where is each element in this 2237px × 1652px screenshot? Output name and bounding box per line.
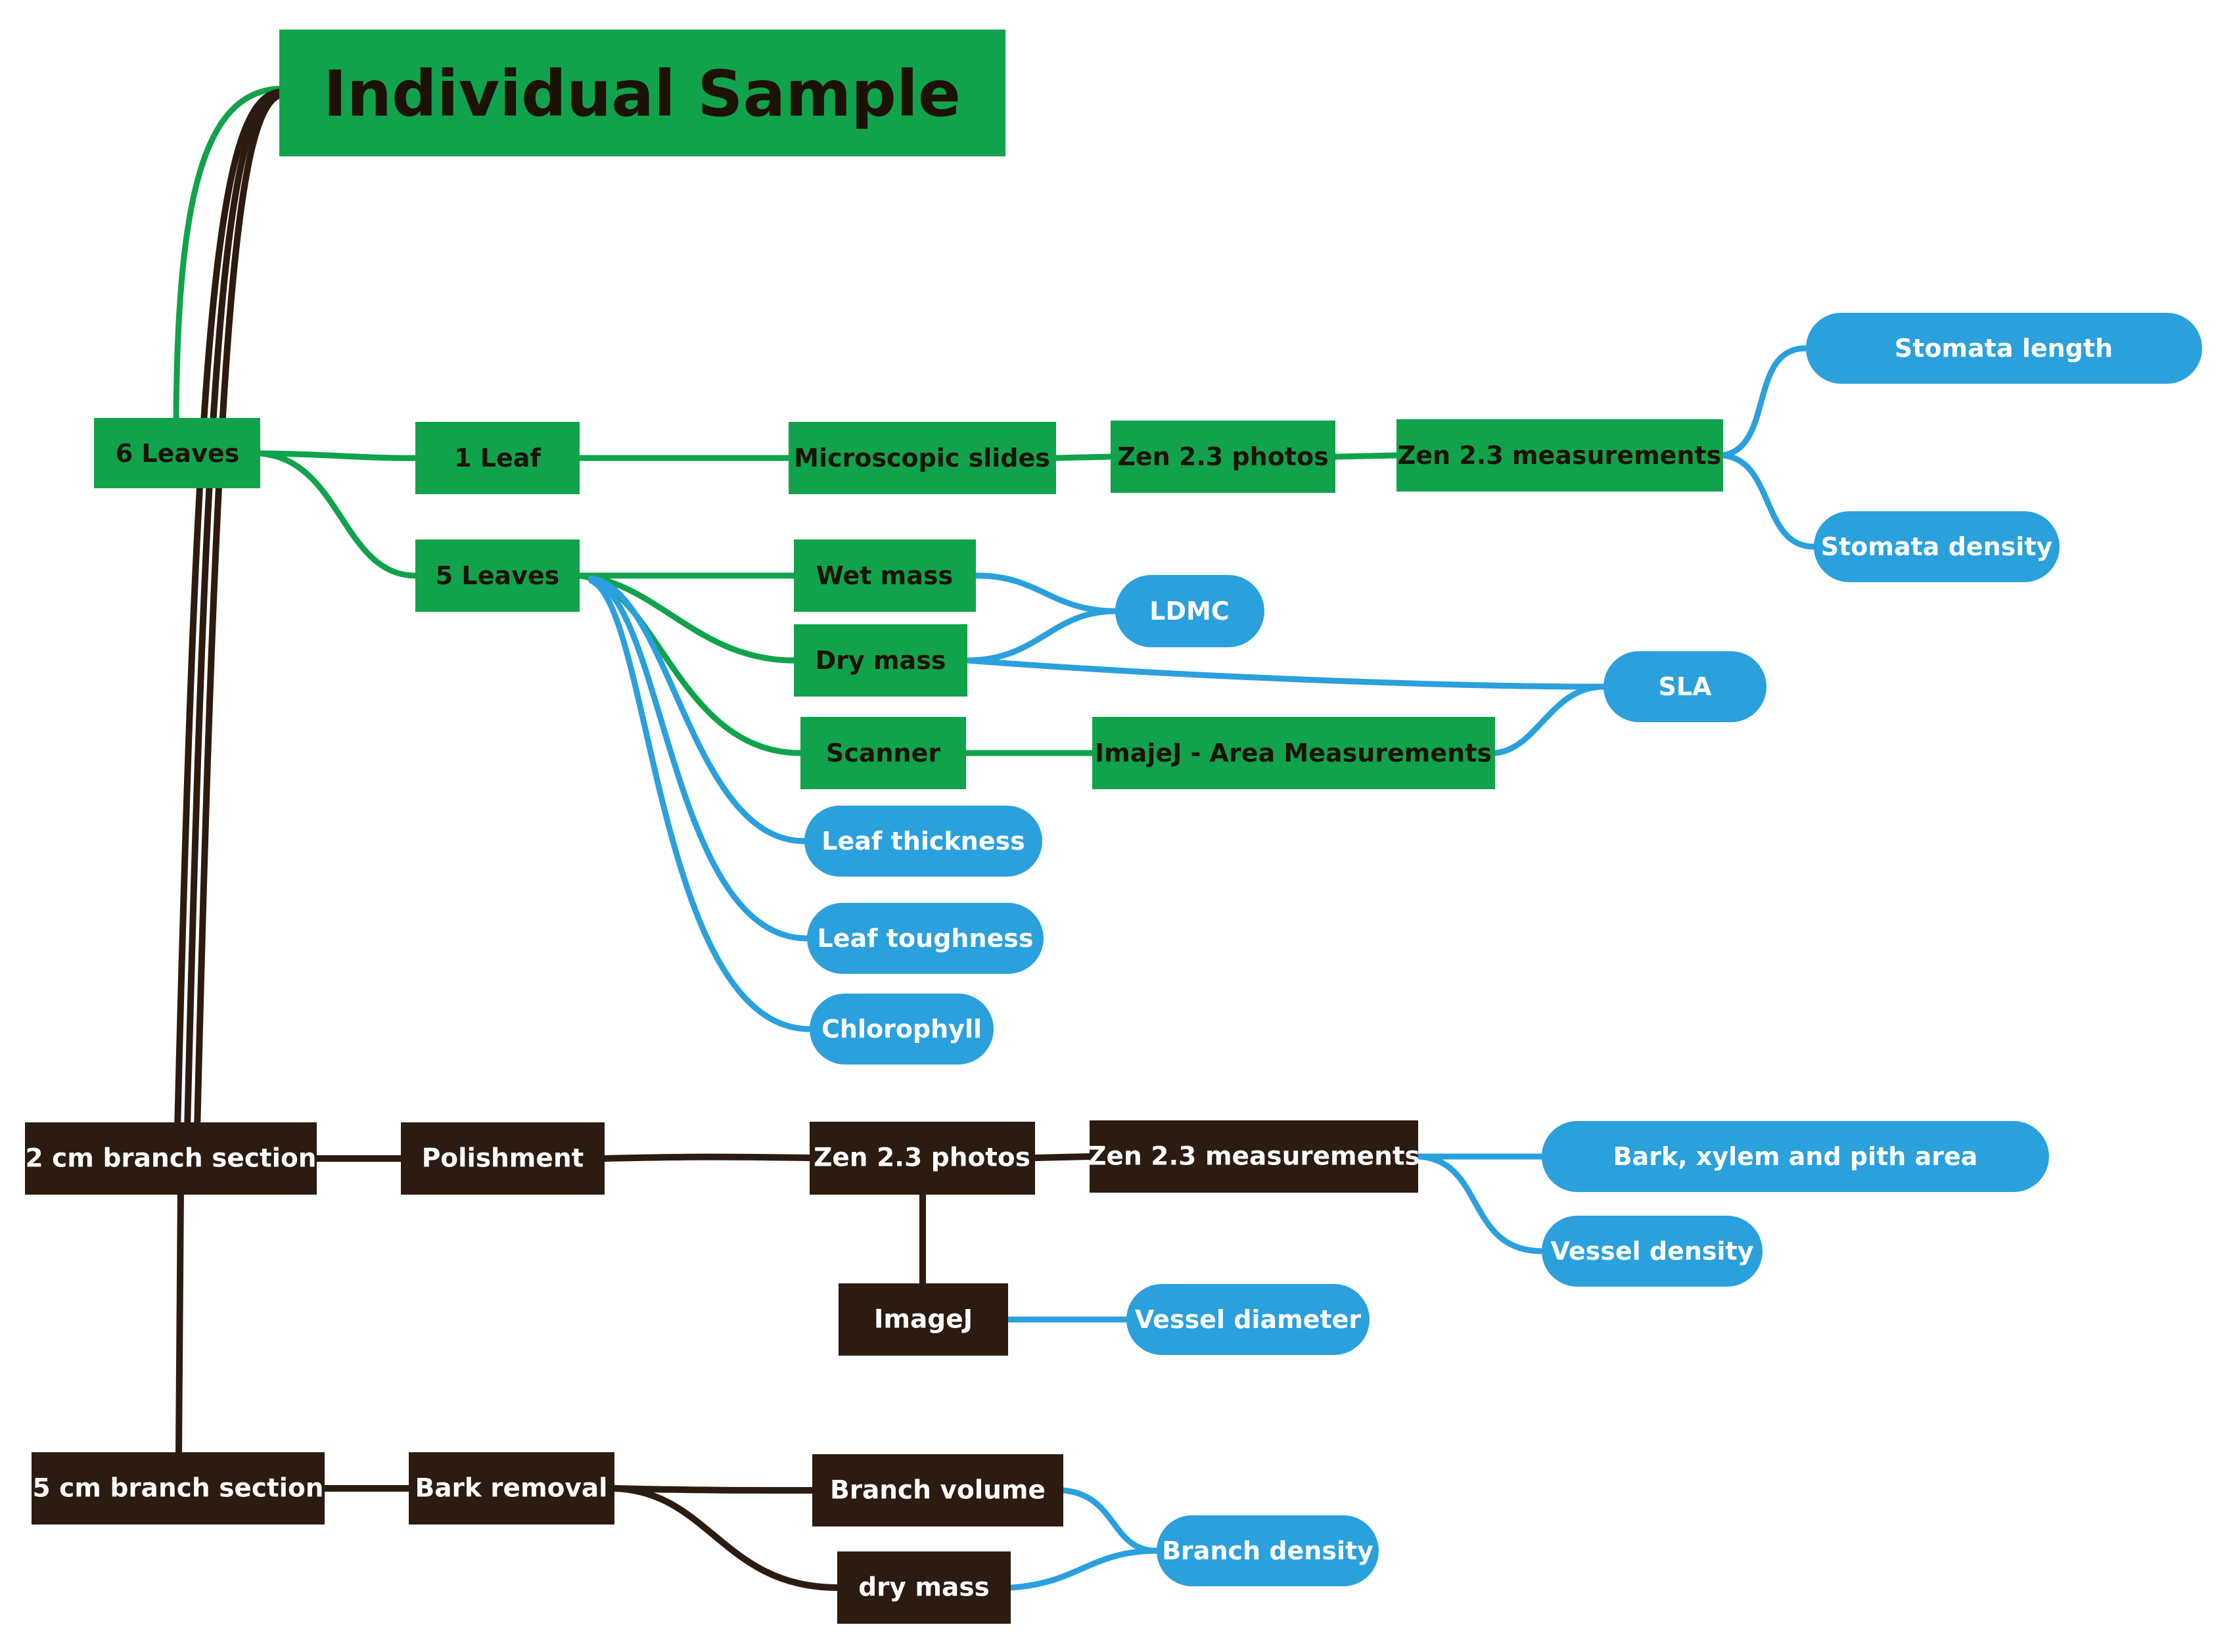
- connector-zen-photos-to-zen-meas: [1332, 452, 1400, 460]
- zen-measurements-branch-node: Zen 2.3 measurements: [1088, 1120, 1420, 1193]
- six-leaves-label: 6 Leaves: [116, 439, 239, 468]
- connector-sample-to-6-leaves: [173, 85, 283, 424]
- connector-2cm-to-5cm: [175, 1186, 184, 1457]
- five-leaves-label: 5 Leaves: [436, 561, 559, 590]
- stomata-length-node: Stomata length: [1806, 313, 2202, 384]
- bark-xylem-pith-node: Bark, xylem and pith area: [1542, 1121, 2049, 1192]
- polishment-node: Polishment: [401, 1122, 605, 1195]
- connector-bark-removal-to-dry-mass: [611, 1485, 841, 1591]
- polishment-label: Polishment: [422, 1144, 584, 1174]
- branch-5cm-node: 5 cm branch section: [32, 1452, 325, 1525]
- connector-5-leaves-to-dry-mass: [576, 572, 797, 664]
- connector-branch-volume-to-density: [1060, 1487, 1160, 1554]
- microscopic-slides-node: Microscopic slides: [789, 422, 1056, 494]
- zen-measurements-leaf-label: Zen 2.3 measurements: [1398, 441, 1722, 470]
- zen-photos-branch-label: Zen 2.3 photos: [814, 1143, 1030, 1173]
- connector-sample-to-2cm-b: [184, 89, 283, 1134]
- one-leaf-label: 1 Leaf: [454, 444, 541, 472]
- zen-photos-leaf-label: Zen 2.3 photos: [1117, 442, 1328, 471]
- connector-slides-to-zen-photos: [1053, 453, 1114, 461]
- zen-photos-branch-node: Zen 2.3 photos: [810, 1122, 1035, 1195]
- connector-sample-to-2cm-c: [194, 92, 283, 1134]
- connector-imagej-to-sla: [1492, 683, 1607, 756]
- stomata-density-label: Stomata density: [1821, 532, 2053, 561]
- one-leaf-node: 1 Leaf: [415, 422, 580, 494]
- branch-2cm-node: 2 cm branch section: [25, 1122, 317, 1195]
- vessel-diameter-node: Vessel diameter: [1126, 1284, 1370, 1355]
- branch-dry-mass-label: dry mass: [858, 1573, 990, 1603]
- connector-zen-meas-to-vessel-density: [1415, 1153, 1545, 1254]
- ldmc-node: LDMC: [1115, 575, 1264, 647]
- dry-mass-label: Dry mass: [816, 646, 946, 675]
- connector-6-leaves-to-5-leaves: [257, 450, 419, 579]
- connector-6-leaves-to-1-leaf: [257, 450, 419, 461]
- branch-density-label: Branch density: [1162, 1536, 1373, 1565]
- zen-measurements-branch-label: Zen 2.3 measurements: [1088, 1142, 1420, 1172]
- connector-zen-photos-to-zen-meas-branch: [1032, 1153, 1093, 1161]
- connector-bark-removal-to-branch-volume: [611, 1485, 816, 1494]
- imagej-branch-node: ImageJ: [839, 1283, 1008, 1356]
- leaf-toughness-node: Leaf toughness: [807, 903, 1044, 974]
- connector-dry-mass-to-density: [1007, 1548, 1160, 1591]
- connector-dry-mass-to-sla: [964, 657, 1607, 690]
- vessel-density-label: Vessel density: [1551, 1237, 1754, 1266]
- sla-label: SLA: [1659, 672, 1713, 701]
- branch-density-node: Branch density: [1157, 1515, 1379, 1586]
- leaf-toughness-label: Leaf toughness: [817, 924, 1033, 953]
- branch-5cm-label: 5 cm branch section: [32, 1474, 323, 1503]
- imagej-area-label: ImajeJ - Area Measurements: [1095, 739, 1492, 768]
- connector-sample-to-2cm: [174, 89, 283, 1134]
- chlorophyll-node: Chlorophyll: [810, 994, 994, 1065]
- chlorophyll-label: Chlorophyll: [821, 1015, 982, 1044]
- individual-sample-node: Individual Sample: [279, 30, 1005, 156]
- bark-removal-label: Bark removal: [415, 1474, 607, 1503]
- connector-dry-mass-to-ldmc: [964, 608, 1118, 664]
- connector-5-leaves-to-leaf-thickness: [588, 575, 808, 844]
- wet-mass-label: Wet mass: [816, 561, 953, 590]
- branch-volume-label: Branch volume: [830, 1476, 1046, 1505]
- sla-node: SLA: [1603, 651, 1766, 722]
- branch-volume-node: Branch volume: [812, 1454, 1063, 1526]
- scanner-node: Scanner: [800, 717, 966, 789]
- imagej-branch-label: ImageJ: [874, 1305, 973, 1335]
- vessel-density-node: Vessel density: [1542, 1216, 1763, 1287]
- connector-zen-meas-to-stomata-density: [1720, 452, 1817, 550]
- branch-2cm-label: 2 cm branch section: [25, 1144, 316, 1174]
- connector-wet-mass-to-ldmc: [973, 572, 1118, 614]
- wet-mass-node: Wet mass: [794, 539, 976, 612]
- stomata-length-label: Stomata length: [1895, 334, 2113, 363]
- bark-xylem-pith-label: Bark, xylem and pith area: [1613, 1142, 1978, 1171]
- five-leaves-node: 5 Leaves: [415, 539, 580, 612]
- imagej-area-node: ImajeJ - Area Measurements: [1092, 717, 1495, 789]
- leaf-thickness-node: Leaf thickness: [804, 806, 1042, 877]
- connector-polishment-to-zen-photos: [601, 1153, 813, 1162]
- zen-measurements-leaf-node: Zen 2.3 measurements: [1396, 419, 1723, 492]
- zen-photos-leaf-node: Zen 2.3 photos: [1111, 421, 1335, 493]
- stomata-density-node: Stomata density: [1814, 511, 2060, 582]
- connector-zen-meas-to-stomata-length: [1720, 345, 1809, 459]
- branch-dry-mass-node: dry mass: [837, 1551, 1011, 1624]
- ldmc-label: LDMC: [1149, 597, 1229, 626]
- individual-sample-label: Individual Sample: [323, 57, 961, 131]
- six-leaves-node: 6 Leaves: [94, 418, 260, 488]
- connector-5-leaves-to-chlorophyll: [588, 578, 813, 1032]
- dry-mass-node: Dry mass: [794, 624, 967, 697]
- connector-5-leaves-to-leaf-toughness: [588, 576, 810, 942]
- bark-removal-node: Bark removal: [409, 1452, 614, 1525]
- microscopic-slides-label: Microscopic slides: [794, 444, 1050, 472]
- vessel-diameter-label: Vessel diameter: [1135, 1305, 1362, 1334]
- scanner-label: Scanner: [826, 739, 940, 768]
- leaf-thickness-label: Leaf thickness: [821, 827, 1025, 856]
